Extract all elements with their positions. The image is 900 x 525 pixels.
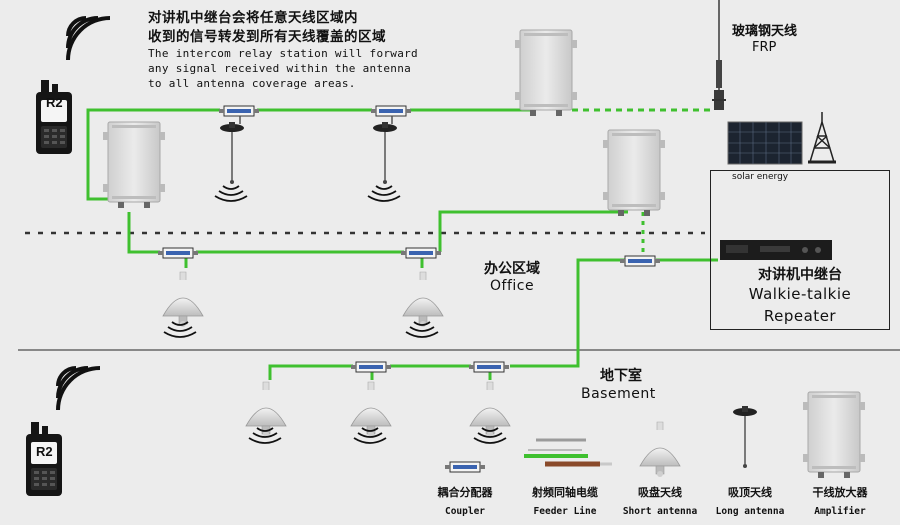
repeater-label-cn: 对讲机中继台: [758, 267, 842, 283]
legend-amplifier-icon: [802, 391, 866, 479]
coupler-repeater: [619, 255, 661, 267]
legend-long-antenna-icon: [732, 405, 758, 469]
coupler-office-2: [400, 247, 442, 259]
legend-long-antenna-cn: 吸顶天线: [728, 486, 772, 499]
solar-panel: [727, 121, 803, 165]
ceiling-antenna-basement-1: [245, 381, 287, 438]
repeater-label-en-1: Walkie-talkie: [748, 285, 852, 303]
description-en-line1: The intercom relay station will forward: [148, 47, 418, 60]
description-cn-line1: 对讲机中继台会将任意天线区域内: [148, 10, 358, 26]
coupler-top-2: [370, 105, 412, 117]
frp-antenna: [712, 0, 726, 110]
office-label-en: Office: [490, 278, 535, 294]
coupler-basement-2: [468, 361, 510, 373]
coupler-office-1: [157, 247, 199, 259]
basement-label-en: Basement: [581, 386, 656, 402]
amplifier-right: [602, 129, 666, 217]
feeder-cables: [86, 108, 718, 380]
radio-label: R2: [36, 444, 53, 459]
short-antenna-2: [372, 121, 398, 185]
legend-short-antenna-en: Short antenna: [622, 506, 698, 517]
ceiling-antenna-basement-3: [469, 381, 511, 438]
coupler-basement-1: [350, 361, 392, 373]
walkie-talkie-icon: [36, 80, 72, 154]
solar-label: solar energy: [732, 172, 789, 182]
ceiling-antenna-office-1: [162, 271, 204, 328]
ceiling-antenna-office-2: [402, 271, 444, 328]
legend-amplifier-en: Amplifier: [814, 506, 866, 517]
frp-label-cn: 玻璃钢天线: [732, 24, 798, 39]
legend-coupler-en: Coupler: [444, 506, 486, 517]
amplifier-left: [102, 121, 166, 209]
repeater-device: [720, 240, 832, 260]
legend-amplifier-cn: 干线放大器: [812, 486, 868, 499]
radio-label: R2: [46, 95, 63, 110]
frp-label-en: FRP: [752, 40, 777, 55]
radio-waves-icon: [66, 16, 112, 62]
tower-icon: [808, 112, 836, 164]
legend-feeder-cn: 射频同轴电缆: [532, 486, 598, 499]
walkie-talkie-icon: [26, 422, 62, 496]
legend-feeder-icon: [524, 438, 612, 467]
short-antenna-1: [219, 121, 245, 185]
office-label-cn: 办公区域: [484, 261, 540, 277]
amplifier-top: [514, 29, 578, 117]
repeater-panel: [710, 170, 890, 330]
signal-waves-icon: [367, 185, 401, 202]
signal-waves-icon: [163, 321, 197, 338]
radio-waves-icon: [56, 366, 102, 412]
legend-short-antenna-cn: 吸盘天线: [638, 486, 682, 499]
description-en-line3: to all antenna coverage areas.: [148, 77, 356, 90]
description-cn-line2: 收到的信号转发到所有天线覆盖的区域: [148, 29, 386, 45]
legend-coupler-cn: 耦合分配器: [437, 486, 493, 499]
repeater-label-en-2: Repeater: [763, 307, 837, 325]
legend-short-antenna-icon: [639, 421, 681, 478]
description-en-line2: any signal received within the antenna: [148, 62, 412, 75]
signal-waves-icon: [214, 185, 248, 202]
ceiling-antenna-basement-2: [350, 381, 392, 438]
legend-coupler-icon: [444, 461, 486, 473]
basement-label-cn: 地下室: [600, 368, 642, 384]
signal-waves-icon: [405, 321, 439, 338]
legend-long-antenna-en: Long antenna: [715, 506, 785, 517]
legend-feeder-en: Feeder Line: [533, 506, 597, 517]
coupler-top-1: [218, 105, 260, 117]
